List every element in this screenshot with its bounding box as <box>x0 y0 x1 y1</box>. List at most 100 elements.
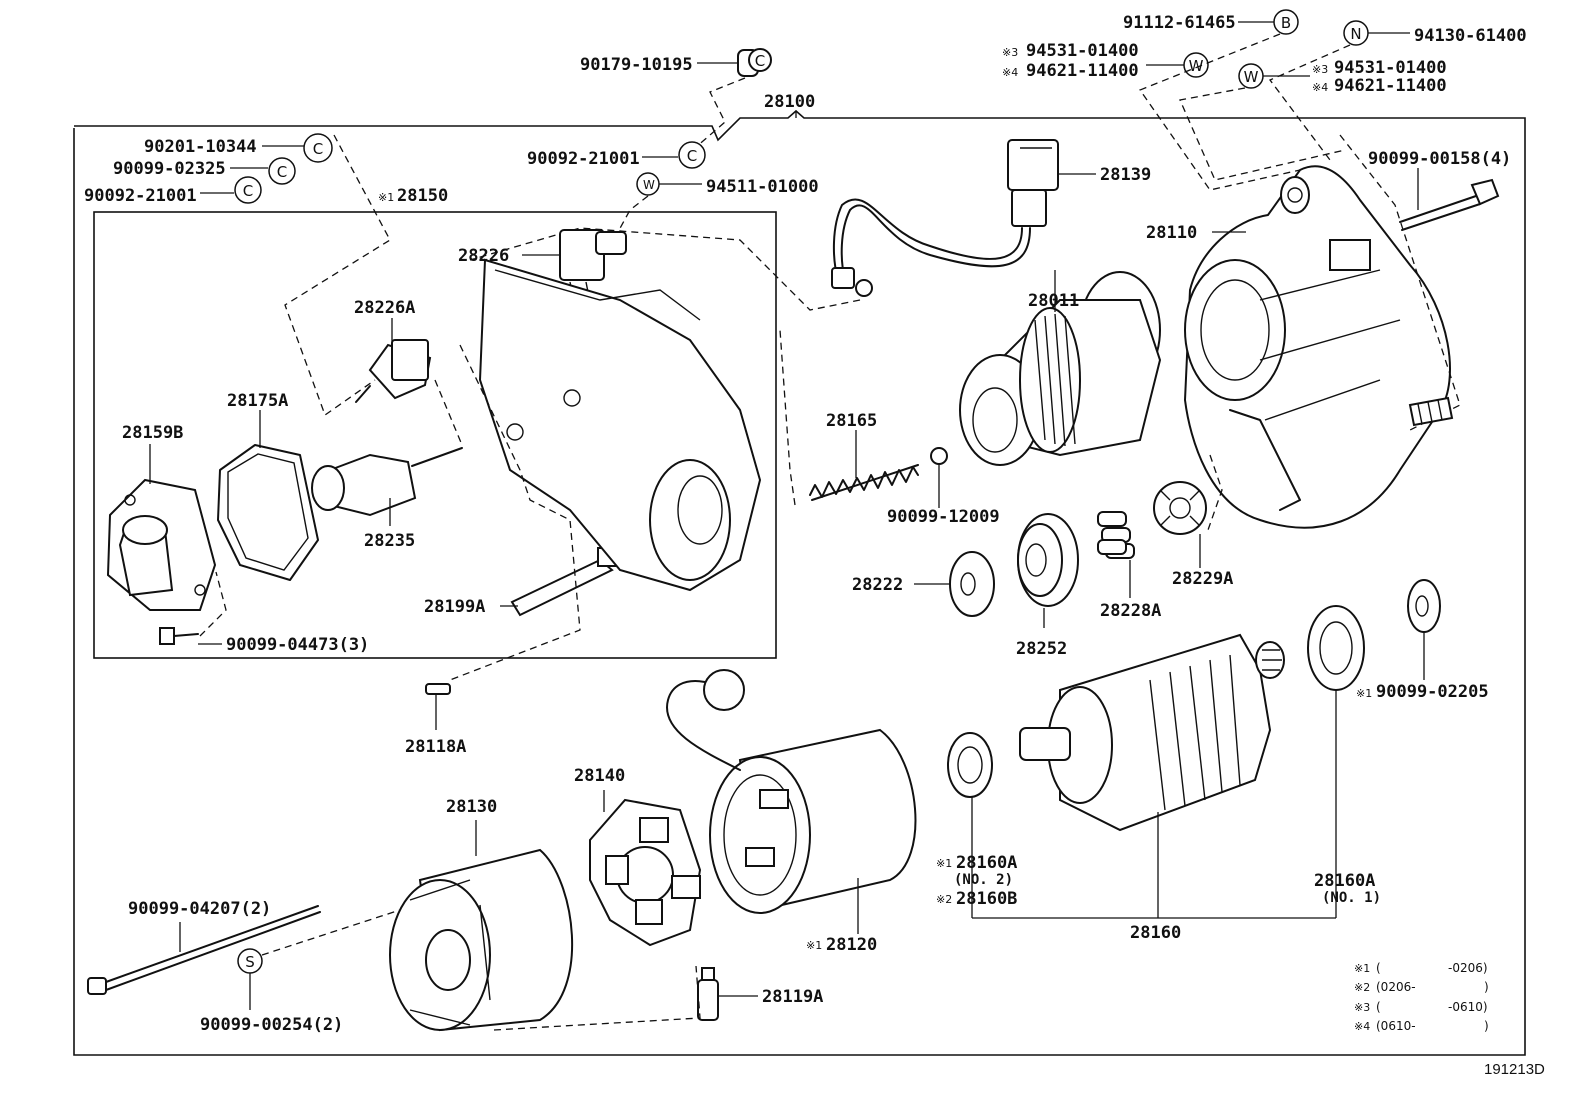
svg-text:C: C <box>755 52 765 70</box>
legend-to-3: -0610) <box>1448 1000 1488 1014</box>
dash-90099-00254 <box>261 909 401 956</box>
label-28252: 28252 <box>1016 639 1067 659</box>
label-28229A: 28229A <box>1172 569 1233 589</box>
label-28160A-no1: 28160A <box>1314 871 1375 891</box>
dash-w-to-frame <box>1179 87 1346 181</box>
legend-mark-4: ※4 <box>1354 1020 1370 1033</box>
part-28119A-drawing <box>697 967 719 1021</box>
part-28140-drawing <box>589 798 702 947</box>
part-28228A-drawing <box>1097 511 1135 559</box>
label-28140: 28140 <box>574 766 625 786</box>
nut-90092-mid-letter: C <box>687 147 697 165</box>
label-28160A-no2: 28160A <box>956 853 1017 873</box>
dash-28119A <box>493 965 701 1031</box>
legend-to-1: -0206) <box>1448 961 1488 975</box>
label-90201-10344: 90201-10344 <box>144 137 257 157</box>
bolt-90099-04207-drawing <box>87 905 321 995</box>
nut-90092-mid <box>678 141 706 169</box>
label-94511-01000: 94511-01000 <box>706 177 819 197</box>
label-90099-04207: 90099-04207(2) <box>128 899 271 919</box>
label-94621-11400-left: 94621-11400 <box>1026 61 1139 81</box>
label-28226: 28226 <box>458 246 509 266</box>
label-94531-01400-left: 94531-01400 <box>1026 41 1139 61</box>
subassembly-frame <box>93 211 777 659</box>
label-28226A: 28226A <box>354 298 415 318</box>
dash-left-stack <box>284 134 391 417</box>
label-28130: 28130 <box>446 797 497 817</box>
dash-28229A <box>1207 454 1223 531</box>
label-90099-00158: 90099-00158(4) <box>1368 149 1511 169</box>
label-28118A: 28118A <box>405 737 466 757</box>
label-no2: (NO. 2) <box>954 872 1013 888</box>
mark-1-90099-02205: ※1 <box>1356 687 1372 700</box>
mark-1-28120: ※1 <box>806 939 822 952</box>
dash-90099-04473 <box>199 571 227 637</box>
label-90099-02205: 90099-02205 <box>1376 682 1489 702</box>
part-28235-drawing <box>311 447 463 517</box>
part-28150-housing-drawing <box>478 258 762 592</box>
label-94531-01400-right: 94531-01400 <box>1334 58 1447 78</box>
symbol-s-letter: S <box>245 953 255 971</box>
part-28165-drawing <box>809 447 948 501</box>
label-90092-21001-left: 90092-21001 <box>84 186 197 206</box>
nut-90179-drawing: C <box>737 48 772 77</box>
label-28199A: 28199A <box>424 597 485 617</box>
label-28100: 28100 <box>764 92 815 112</box>
washer-90099-02325 <box>268 157 296 185</box>
legend-mark-2: ※2 <box>1354 981 1370 994</box>
symbol-w-left <box>1183 52 1209 78</box>
part-28222-drawing <box>949 551 995 617</box>
label-90099-04473: 90099-04473(3) <box>226 635 369 655</box>
legend-from-1: ( <box>1376 961 1381 975</box>
label-28165: 28165 <box>826 411 877 431</box>
washer-90099-02325-letter: C <box>277 163 287 181</box>
legend-mark-1: ※1 <box>1354 962 1370 975</box>
label-28119A: 28119A <box>762 987 823 1007</box>
label-28159B: 28159B <box>122 423 183 443</box>
label-91112-61465: 91112-61465 <box>1123 13 1236 33</box>
symbol-n-letter: N <box>1350 25 1361 43</box>
washer-90201 <box>303 133 333 163</box>
part-28226-drawing <box>559 229 627 293</box>
dash-subassembly-2 <box>434 379 463 446</box>
legend-from-3: ( <box>1376 1000 1381 1014</box>
part-28160-drawing <box>1019 633 1285 832</box>
bearing-no2-drawing <box>947 732 993 798</box>
bolt-90099-04473-drawing <box>159 627 199 645</box>
nut-90092-left <box>234 176 262 204</box>
label-no1: (NO. 1) <box>1322 890 1381 906</box>
label-28139: 28139 <box>1100 165 1151 185</box>
part-28130-drawing <box>389 848 574 1032</box>
label-28120: 28120 <box>826 935 877 955</box>
symbol-b <box>1273 9 1299 35</box>
part-28226A-drawing <box>355 339 432 403</box>
label-28110: 28110 <box>1146 223 1197 243</box>
part-28252-drawing <box>1017 513 1079 607</box>
end-frame-stud <box>1408 396 1454 427</box>
part-28120-drawing <box>665 669 917 914</box>
nut-90092-left-letter: C <box>243 182 253 200</box>
dash-n-to-frame <box>1268 44 1351 161</box>
label-28175A: 28175A <box>227 391 288 411</box>
part-28110-drawing <box>1183 165 1451 529</box>
part-28139-drawing <box>831 139 1059 297</box>
legend-from-4: (0610- <box>1376 1019 1416 1033</box>
symbol-w-left-letter: W <box>1189 57 1204 75</box>
part-28175A-drawing <box>217 444 319 581</box>
legend-from-2: (0206- <box>1376 980 1416 994</box>
mark-3-right: ※3 <box>1312 63 1328 76</box>
mark-3-left: ※3 <box>1002 46 1018 59</box>
label-90099-12009: 90099-12009 <box>887 507 1000 527</box>
reference-code: 191213D <box>1484 1061 1545 1078</box>
mark-4-right: ※4 <box>1312 81 1328 94</box>
legend-to-4: ) <box>1484 1019 1489 1033</box>
dash-subassembly-1 <box>449 344 581 681</box>
bearing-no1-drawing <box>1307 605 1365 691</box>
legend-to-2: ) <box>1484 980 1489 994</box>
legend: ※1 ( -0206) ※2 (0206- ) ※3 ( -0610) ※4 (… <box>1354 961 1489 1033</box>
mark-2-28160B: ※2 <box>936 893 952 906</box>
label-28228A: 28228A <box>1100 601 1161 621</box>
dash-94511 <box>617 195 649 233</box>
label-90099-00254: 90099-00254(2) <box>200 1015 343 1035</box>
